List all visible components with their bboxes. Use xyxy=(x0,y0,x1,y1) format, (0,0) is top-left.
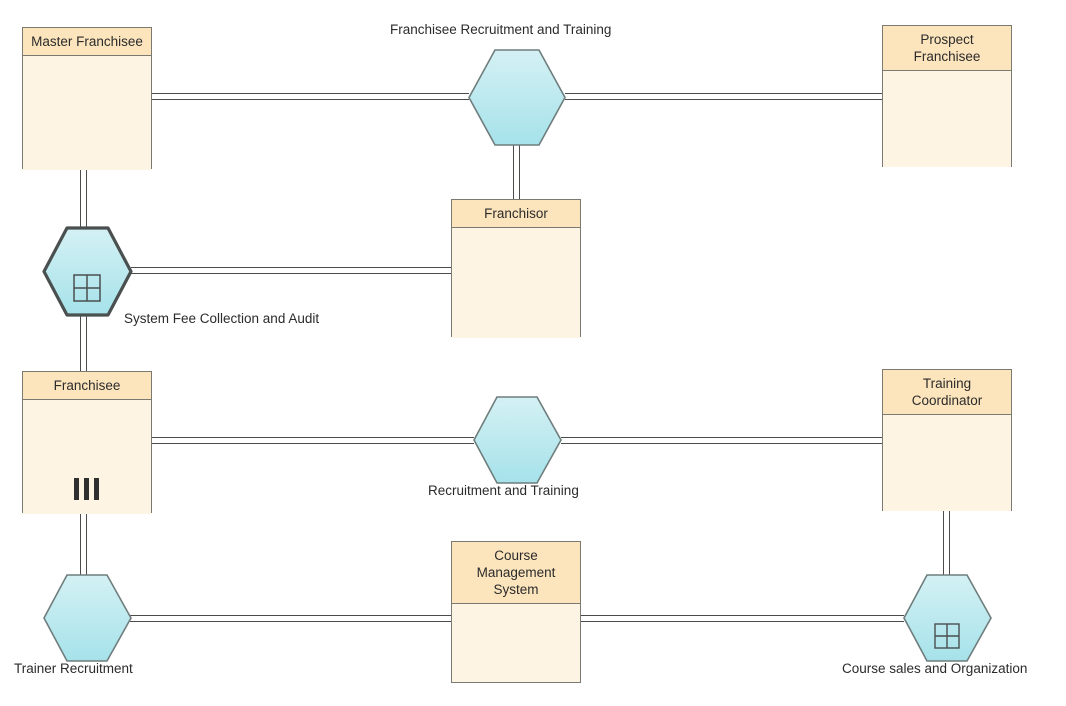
hexagon-shape xyxy=(903,574,992,662)
process-recruitment-and-training-label: Recruitment and Training xyxy=(428,483,579,498)
process-recruitment-and-training[interactable] xyxy=(473,396,562,484)
entity-course-management-system-body xyxy=(452,604,580,682)
connector-system-fee-to-franchisee[interactable] xyxy=(80,306,87,372)
entity-course-management-system[interactable]: Course Management System xyxy=(451,541,581,683)
entity-franchisor[interactable]: Franchisor xyxy=(451,199,581,338)
entity-training-coordinator-title: Training Coordinator xyxy=(883,370,1011,415)
multiplicity-bar xyxy=(94,478,99,500)
connector-system-fee-to-franchisor[interactable] xyxy=(131,267,452,274)
connector-recruitment-to-prospect-franchisee[interactable] xyxy=(565,93,883,100)
connector-course-system-to-course-sales[interactable] xyxy=(580,615,904,622)
diagram-title-caption: Franchisee Recruitment and Training xyxy=(390,22,612,37)
hexagon-shape xyxy=(43,574,132,662)
franchisee-multiplicity-marker xyxy=(74,478,99,500)
connector-coordinator-to-course-sales[interactable] xyxy=(943,510,950,575)
entity-prospect-franchisee-title: Prospect Franchisee xyxy=(883,26,1011,71)
entity-master-franchisee[interactable]: Master Franchisee xyxy=(22,27,152,170)
entity-prospect-franchisee[interactable]: Prospect Franchisee xyxy=(882,25,1012,167)
entity-prospect-franchisee-body xyxy=(883,71,1011,167)
hexagon-shape xyxy=(473,396,562,484)
connector-trainer-recruitment-to-course-system[interactable] xyxy=(130,615,452,622)
entity-training-coordinator-body xyxy=(883,415,1011,511)
entity-training-coordinator[interactable]: Training Coordinator xyxy=(882,369,1012,511)
connector-franchisee-to-trainer-recruitment[interactable] xyxy=(80,512,87,576)
connector-recruitment-training-to-coordinator[interactable] xyxy=(561,437,883,444)
entity-master-franchisee-body xyxy=(23,56,151,170)
process-system-fee-collection-and-audit[interactable] xyxy=(42,226,133,317)
entity-course-management-system-title: Course Management System xyxy=(452,542,580,604)
grid-icon xyxy=(934,623,960,649)
entity-franchisee-title: Franchisee xyxy=(23,372,151,400)
process-trainer-recruitment-label: Trainer Recruitment xyxy=(14,661,133,676)
process-trainer-recruitment[interactable] xyxy=(43,574,132,662)
process-system-fee-collection-and-audit-label: System Fee Collection and Audit xyxy=(124,311,320,326)
process-course-sales-and-organization-label: Course sales and Organization xyxy=(842,661,1028,676)
connector-master-franchisee-to-system-fee[interactable] xyxy=(80,168,87,236)
hexagon-shape xyxy=(42,226,133,317)
multiplicity-bar xyxy=(74,478,79,500)
grid-icon xyxy=(73,274,101,302)
connector-franchisee-to-recruitment-training[interactable] xyxy=(151,437,474,444)
multiplicity-bar xyxy=(84,478,89,500)
connector-master-franchisee-to-recruitment[interactable] xyxy=(151,93,469,100)
process-franchisee-recruitment-and-training[interactable] xyxy=(468,49,566,146)
entity-franchisor-title: Franchisor xyxy=(452,200,580,228)
entity-master-franchisee-title: Master Franchisee xyxy=(23,28,151,56)
entity-franchisor-body xyxy=(452,228,580,338)
process-course-sales-and-organization[interactable] xyxy=(903,574,992,662)
hexagon-shape xyxy=(468,49,566,146)
connector-recruitment-to-franchisor[interactable] xyxy=(513,140,520,200)
